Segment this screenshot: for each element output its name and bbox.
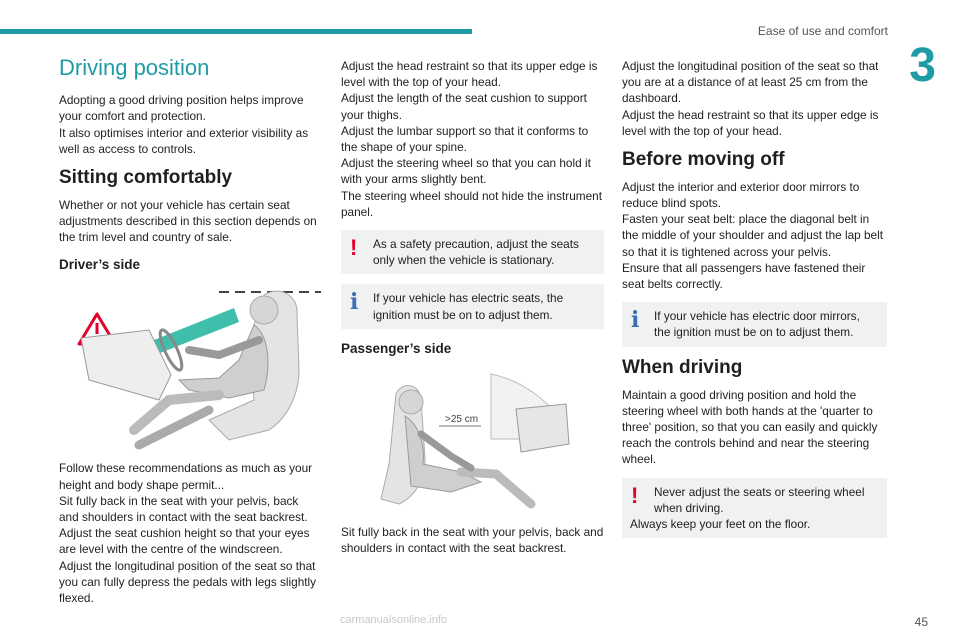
column-3: Adjust the longitudinal position of the …	[622, 58, 887, 548]
seat-belt-text: Fasten your seat belt: place the diagona…	[622, 212, 884, 259]
instrument-panel-text: The steering wheel should not hide the i…	[341, 188, 603, 219]
info-box-electric-mirrors: i If your vehicle has electric door mirr…	[622, 302, 887, 347]
intro-paragraph-2: It also optimises interior and exterior …	[59, 125, 309, 156]
distance-label: >25 cm	[445, 414, 478, 425]
driver-position-illustration	[77, 291, 321, 450]
heading-sitting-comfortably: Sitting comfortably	[59, 167, 233, 188]
lumbar-text: Adjust the lumbar support so that it con…	[341, 123, 589, 155]
info-text: If your vehicle has electric seats, the …	[373, 291, 564, 322]
warning-box-when-driving: ! Never adjust the seats or steering whe…	[622, 477, 887, 539]
header-accent-bar	[0, 29, 472, 34]
passengers-belts-text: Ensure that all passengers have fastened…	[622, 260, 866, 292]
recommendation-4: Adjust the longitudinal position of the …	[59, 558, 317, 606]
passenger-position-illustration: >25 cm	[380, 373, 570, 509]
info-icon: i	[631, 307, 640, 334]
page-number: 45	[914, 615, 928, 629]
info-text-mirrors: If your vehicle has electric door mirror…	[654, 309, 860, 340]
warning-text-feet: Always keep your feet on the floor.	[630, 516, 811, 531]
column-1: Driving position Adopting a good driving…	[59, 52, 321, 606]
heading-before-moving-off: Before moving off	[622, 149, 785, 171]
warning-text-seats: Never adjust the seats or steering wheel…	[654, 484, 865, 515]
recommendation-2: Sit fully back in the seat with your pel…	[59, 493, 308, 525]
warning-box-stationary: ! As a safety precaution, adjust the sea…	[341, 230, 604, 275]
recommendation-1: Follow these recommendations as much as …	[59, 461, 313, 492]
chapter-number: 3	[909, 39, 936, 92]
warning-text: As a safety precaution, adjust the seats…	[373, 237, 579, 268]
recommendation-3: Adjust the seat cushion height so that y…	[59, 526, 310, 557]
heading-when-driving: When driving	[622, 356, 743, 378]
heading-passengers-side: Passenger’s side	[341, 340, 452, 356]
steering-wheel-text: Adjust the steering wheel so that you ca…	[341, 156, 591, 187]
passenger-sit-text: Sit fully back in the seat with your pel…	[341, 524, 604, 556]
watermark: carmanualsonline.info	[340, 614, 448, 626]
passenger-head-restraint-text: Adjust the head restraint so that its up…	[622, 107, 879, 138]
mirrors-text: Adjust the interior and exterior door mi…	[622, 179, 860, 211]
sitting-paragraph: Whether or not your vehicle has certain …	[59, 197, 317, 245]
exclamation-icon: !	[631, 482, 639, 508]
heading-drivers-side: Driver’s side	[59, 257, 141, 273]
column-2: Adjust the head restraint so that its up…	[341, 58, 604, 556]
seat-cushion-text: Adjust the length of the seat cushion to…	[341, 91, 587, 122]
driving-position-text: Maintain a good driving position and hol…	[622, 387, 878, 467]
section-title: Ease of use and comfort	[757, 24, 888, 38]
exclamation-icon: !	[350, 235, 358, 261]
page-title: Driving position	[59, 55, 210, 80]
info-icon: i	[350, 289, 359, 316]
head-restraint-text: Adjust the head restraint so that its up…	[341, 59, 598, 90]
intro-paragraph: Adopting a good driving position helps i…	[59, 93, 304, 124]
info-box-electric-seats: i If your vehicle has electric seats, th…	[341, 284, 604, 329]
passenger-longitudinal-text: Adjust the longitudinal position of the …	[622, 59, 879, 106]
